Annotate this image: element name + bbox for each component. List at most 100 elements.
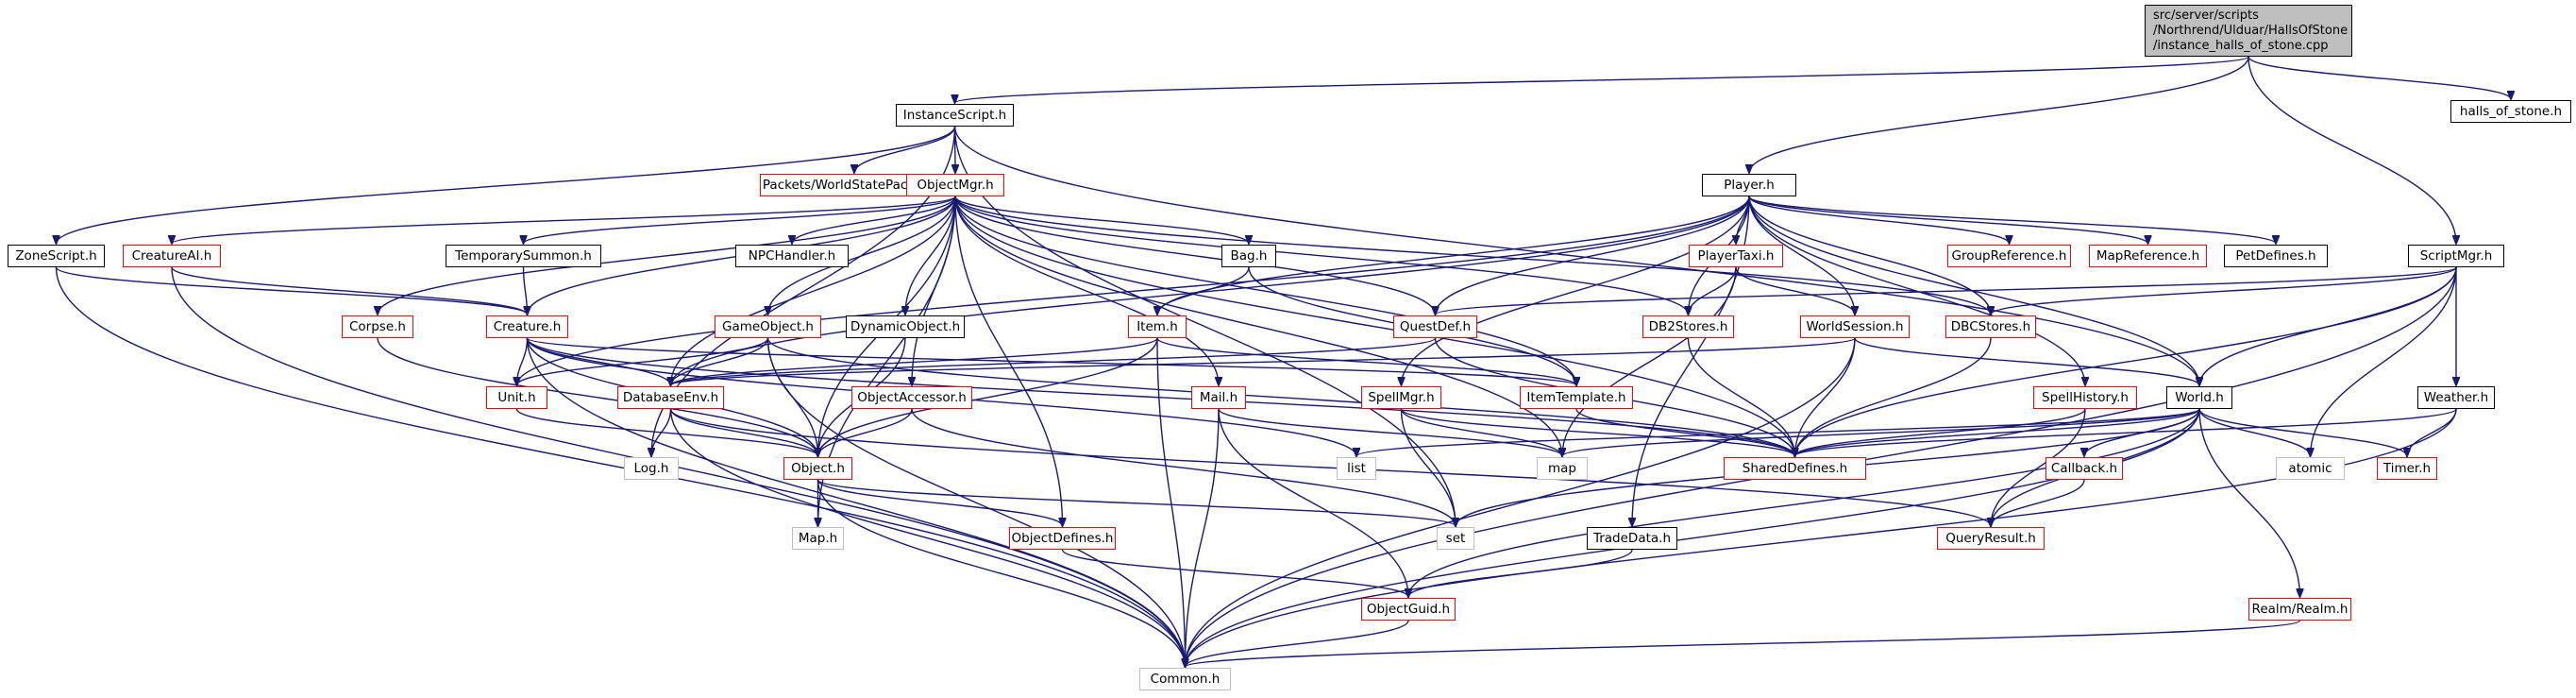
edge-item-to-databaseenv (671, 337, 1158, 385)
node-callback-h[interactable]: Callback.h (2046, 457, 2123, 480)
edge-objectaccessor-to-set (911, 408, 1456, 526)
edge-playertaxi-to-db2stores (1689, 266, 1737, 315)
edge-zonescript-to-creature (55, 266, 528, 315)
edge-objectmgr-to-bag (954, 196, 1249, 244)
edge-weather-to-common (1186, 408, 2457, 667)
node-unit-h[interactable]: Unit.h (486, 386, 547, 409)
node-objectmgr-h[interactable]: ObjectMgr.h (906, 174, 1004, 196)
node-temporarysummon-h[interactable]: TemporarySummon.h (446, 245, 601, 267)
node-bag-h[interactable]: Bag.h (1221, 245, 1276, 267)
edge-player-to-petdefines (1748, 196, 2276, 244)
edge-databaseenv-to-object (669, 408, 818, 456)
node-object-h[interactable]: Object.h (783, 457, 852, 480)
node-spellhistory-h[interactable]: SpellHistory.h (2033, 386, 2137, 409)
edge-mail-to-map (1218, 408, 1562, 456)
edge-dbcstores-to-shareddefines (1795, 337, 1992, 456)
edge-root-to-halls_of_stone (2248, 56, 2511, 99)
node-petdefines-h[interactable]: PetDefines.h (2224, 245, 2328, 267)
edge-object-to-set (817, 479, 1456, 526)
edge-objectdefines-to-objectguid (1061, 549, 1409, 597)
edge-objectmgr-to-questdef (954, 196, 1436, 315)
node-npchandler-h[interactable]: NPCHandler.h (735, 245, 849, 267)
edge-instancescript-to-worldstatepackets (854, 126, 956, 173)
edge-creature-to-common (526, 337, 1186, 667)
node-mapreference-h[interactable]: MapReference.h (2089, 245, 2207, 267)
edge-scriptmgr-to-shareddefines (1795, 266, 2457, 456)
node-questdef-h[interactable]: QuestDef.h (1393, 315, 1477, 338)
edge-player-to-worldsession (1748, 196, 1855, 315)
node-weather-h[interactable]: Weather.h (2417, 386, 2495, 409)
node-realm-h[interactable]: Realm/Realm.h (2248, 598, 2351, 621)
node-db2stores-h[interactable]: DB2Stores.h (1642, 315, 1734, 338)
edge-databaseenv-to-queryresult (669, 408, 1992, 526)
node-mail-h[interactable]: Mail.h (1191, 386, 1246, 409)
edge-instancescript-to-world (953, 126, 2200, 385)
edge-player-to-spellhistory (1748, 196, 2085, 385)
node-shareddefines-h[interactable]: SharedDefines.h (1724, 457, 1866, 480)
node-objectdefines-h[interactable]: ObjectDefines.h (1009, 527, 1116, 550)
node-objectguid-h[interactable]: ObjectGuid.h (1361, 598, 1456, 621)
edge-root-to-instancescript (955, 56, 2249, 103)
edge-spellmgr-to-set (1400, 408, 1456, 526)
root-path-line-3: /instance_halls_of_stone.cpp (2153, 38, 2329, 53)
edge-db2stores-to-shareddefines (1687, 337, 1795, 456)
edge-worldsession-to-world (1854, 337, 2199, 385)
node-queryresult-h[interactable]: QueryResult.h (1937, 527, 2045, 550)
edge-mail-to-common (1186, 408, 1220, 667)
edge-player-to-groupreference (1748, 196, 2010, 244)
edge-world-to-common (1186, 408, 2200, 667)
edge-gameobject-to-shareddefines (766, 337, 1795, 456)
dependency-edges (55, 56, 2512, 667)
node-dynamicobject-h[interactable]: DynamicObject.h (846, 315, 965, 338)
edge-objectmgr-to-corpse (378, 196, 956, 315)
node-item-h[interactable]: Item.h (1128, 315, 1187, 338)
node-tradedata-h[interactable]: TradeData.h (1587, 527, 1677, 550)
edge-weather-to-shareddefines (1795, 408, 2457, 456)
node-creatureai-h[interactable]: CreatureAI.h (123, 245, 221, 267)
edge-creatureai-to-creature (171, 266, 528, 315)
node-creature-h[interactable]: Creature.h (486, 315, 568, 338)
edge-databaseenv-to-log (651, 408, 672, 456)
node-objectaccessor-h[interactable]: ObjectAccessor.h (851, 386, 972, 409)
node-worldsession-h[interactable]: WorldSession.h (1800, 315, 1910, 338)
edge-worldsession-to-databaseenv (671, 337, 1856, 385)
edge-itemtemplate-to-shareddefines (1575, 408, 1795, 456)
node-dbcstores-h[interactable]: DBCStores.h (1945, 315, 2036, 338)
edge-instancescript-to-set (953, 126, 1456, 526)
edge-playertaxi-to-worldsession (1735, 266, 1855, 315)
node-playertaxi-h[interactable]: PlayerTaxi.h (1689, 245, 1783, 267)
edge-spellhistory-to-shareddefines (1795, 408, 2086, 456)
node-itemtemplate-h[interactable]: ItemTemplate.h (1520, 386, 1633, 409)
root-file-node: src/server/scripts /Northrend/Ulduar/Hal… (2145, 5, 2352, 57)
node-halls-of-stone-h[interactable]: halls_of_stone.h (2450, 100, 2571, 123)
edge-mail-to-objectguid (1218, 408, 1408, 597)
edge-player-to-databaseenv (671, 196, 1750, 385)
edge-player-to-dbcstores (1748, 196, 1991, 315)
node-gameobject-h[interactable]: GameObject.h (715, 315, 821, 338)
edge-item-to-itemtemplate (1156, 337, 1576, 385)
node-corpse-h[interactable]: Corpse.h (342, 315, 413, 338)
edge-playertaxi-to-map (1562, 266, 1737, 456)
root-path-line-1: src/server/scripts (2153, 8, 2259, 23)
node-databaseenv-h[interactable]: DatabaseEnv.h (617, 386, 724, 409)
node-set: set (1437, 527, 1474, 550)
node-player-h[interactable]: Player.h (1702, 174, 1796, 196)
edge-scriptmgr-to-questdef (1436, 266, 2457, 315)
edge-world-to-timer (2198, 408, 2407, 456)
edge-objectguid-to-common (1186, 620, 1409, 667)
node-timer-h[interactable]: Timer.h (2377, 457, 2437, 480)
edge-zonescript-to-common (55, 266, 1186, 667)
node-map: map (1537, 457, 1588, 480)
node-atomic: atomic (2276, 457, 2345, 480)
node-scriptmgr-h[interactable]: ScriptMgr.h (2408, 245, 2504, 267)
node-spellmgr-h[interactable]: SpellMgr.h (1361, 386, 1441, 409)
edge-world-to-objectguid (1408, 408, 2200, 597)
edge-worldsession-to-common (1186, 337, 1856, 667)
node-instancescript-h[interactable]: InstanceScript.h (896, 104, 1014, 127)
edge-scriptmgr-to-atomic (2311, 266, 2457, 456)
node-zonescript-h[interactable]: ZoneScript.h (8, 245, 105, 267)
node-groupreference-h[interactable]: GroupReference.h (1947, 245, 2071, 267)
node-world-h[interactable]: World.h (2166, 386, 2232, 409)
edge-objectmgr-to-dynamicobject (905, 196, 956, 315)
